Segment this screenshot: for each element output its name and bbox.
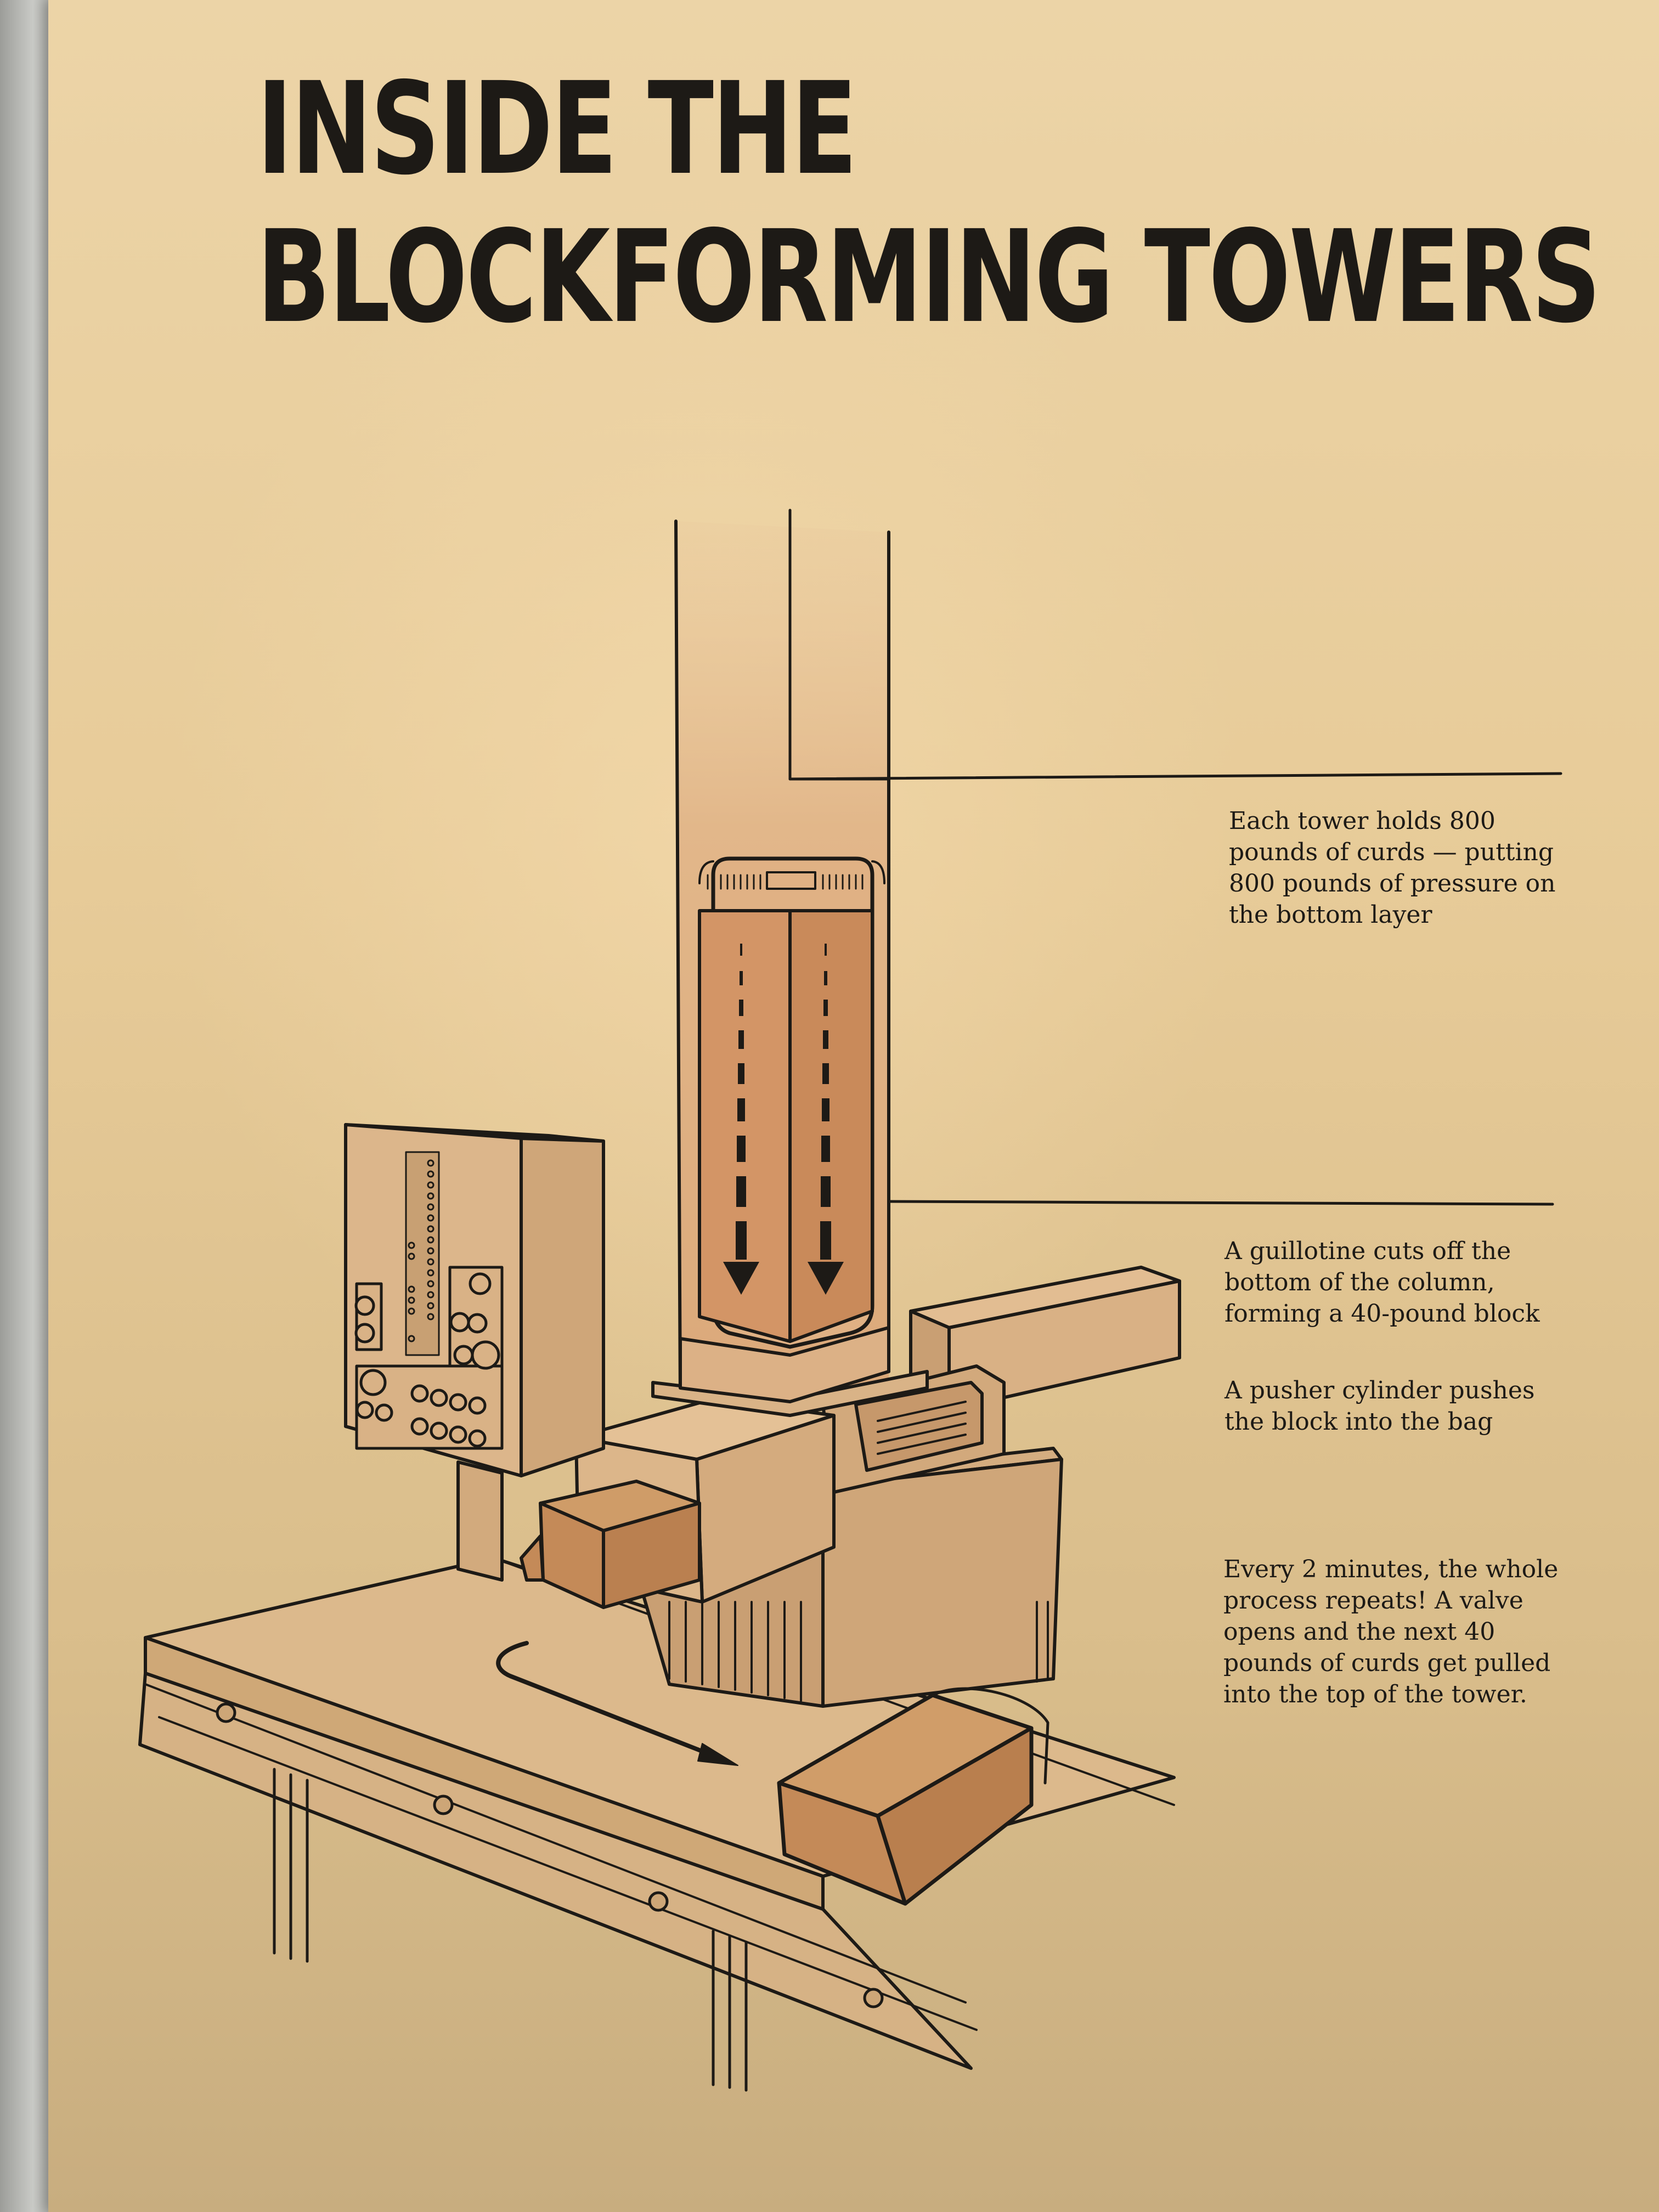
- callout-pusher: A pusher cylinder pushes the block into …: [1224, 1376, 1535, 1436]
- leader-tower-capacity: [788, 772, 1562, 781]
- leader-guillotine: [887, 1200, 1554, 1206]
- control-cabinet: [344, 1123, 605, 1582]
- control-knobs: [354, 1266, 504, 1450]
- conveyor-arrowhead: [697, 1743, 738, 1766]
- title-line-1: INSIDE THE: [257, 55, 857, 203]
- tower-cutaway: [698, 856, 885, 1349]
- conveyor-legs: [273, 1768, 748, 2092]
- tower: [651, 509, 929, 1417]
- title-line-2: BLOCKFORMING TOWERS: [257, 203, 1601, 351]
- bagged-block-large: [777, 1687, 1049, 1906]
- conveyor-bolts: [216, 1702, 884, 2008]
- callout-leaders: [788, 772, 1562, 1206]
- callout-cycle: Every 2 minutes, the whole process repea…: [1223, 1555, 1559, 1708]
- page-title: INSIDE THE BLOCKFORMING TOWERS: [257, 55, 1601, 351]
- bagged-block-small: [520, 1480, 701, 1609]
- callout-tower-capacity: Each tower holds 800 pounds of curds — p…: [1229, 807, 1556, 929]
- downward-pressure-arrows: [723, 944, 844, 1295]
- conveyor-direction-arrow: [496, 1641, 715, 1758]
- pusher-cylinder: [821, 1266, 1181, 1494]
- indicator-lights: [405, 1151, 440, 1356]
- callout-guillotine: A guillotine cuts off the bottom of the …: [1224, 1237, 1540, 1328]
